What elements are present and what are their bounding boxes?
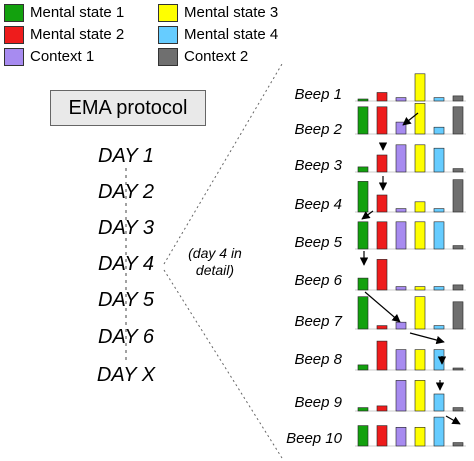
beep-bar <box>395 97 407 102</box>
causal-arrow <box>402 112 419 126</box>
ema-protocol-title: EMA protocol <box>50 90 206 126</box>
beep-bar <box>395 286 407 291</box>
beep-bar <box>433 208 445 213</box>
beep-bar <box>414 349 426 371</box>
beep-bar <box>433 221 445 250</box>
beep-bar <box>376 221 388 250</box>
beep-label-2: Beep 2 <box>294 121 342 138</box>
beep-label-9: Beep 9 <box>294 394 342 411</box>
legend-label: Mental state 4 <box>184 26 279 43</box>
beep-bar <box>452 367 464 371</box>
beep-bar <box>414 296 426 330</box>
causal-arrow <box>364 291 401 323</box>
causal-arrow <box>361 210 374 220</box>
beep-bar <box>452 95 464 102</box>
beep-bar <box>357 98 369 102</box>
beep-label-4: Beep 4 <box>294 196 342 213</box>
beep-bar <box>395 121 407 135</box>
beep-bar <box>357 221 369 250</box>
beep-bar <box>357 407 369 412</box>
legend-swatch <box>158 48 178 66</box>
beep-bar <box>414 144 426 173</box>
beep-bar <box>414 380 426 412</box>
beep-bar <box>395 349 407 371</box>
beep-bar <box>357 181 369 213</box>
beep-bar <box>395 380 407 412</box>
beep-label-7: Beep 7 <box>294 313 342 330</box>
beep-bar <box>376 340 388 371</box>
beep-bar <box>376 259 388 291</box>
day-label-x: DAY X <box>96 364 156 386</box>
zoom-line-top <box>163 63 283 265</box>
day-label-1: DAY 1 <box>98 145 154 167</box>
beep-bar <box>433 416 445 447</box>
legend-label: Context 2 <box>184 48 249 65</box>
beep-bar <box>376 405 388 412</box>
legend-swatch <box>4 48 24 66</box>
causal-arrow <box>445 415 461 425</box>
beep-bar <box>414 286 426 291</box>
beep-bar <box>376 194 388 213</box>
beep-bar <box>433 325 445 330</box>
beep-bar <box>414 201 426 213</box>
zoom-line-bottom <box>163 269 283 459</box>
legend-label: Mental state 3 <box>184 4 279 21</box>
beep-bar <box>433 147 445 173</box>
beep-bar <box>452 168 464 173</box>
beep-label-10: Beep 10 <box>286 430 342 447</box>
beep-label-6: Beep 6 <box>294 272 342 289</box>
beep-bar <box>452 106 464 135</box>
beep-bar <box>452 245 464 250</box>
beep-label-8: Beep 8 <box>294 351 342 368</box>
legend-label: Context 1 <box>30 48 95 65</box>
day-label-2: DAY 2 <box>98 181 154 203</box>
beep-bar <box>414 103 426 135</box>
causal-arrow <box>409 332 445 345</box>
beep-bar <box>357 364 369 371</box>
beep-bar <box>452 284 464 291</box>
beep-bar <box>452 179 464 213</box>
beep-bar <box>395 208 407 213</box>
beep-bar <box>376 325 388 330</box>
day-label-6: DAY 6 <box>98 326 154 348</box>
legend-label: Mental state 2 <box>30 26 125 43</box>
day-label-3: DAY 3 <box>98 217 154 239</box>
beep-bar <box>452 301 464 330</box>
beep-bar <box>376 106 388 135</box>
day-4-detail-note: (day 4 in detail) <box>188 245 242 278</box>
beep-bar <box>433 97 445 102</box>
beep-bar <box>376 92 388 102</box>
legend-swatch <box>158 26 178 44</box>
beep-label-5: Beep 5 <box>294 234 342 251</box>
beep-bar <box>357 296 369 330</box>
beep-bar <box>452 407 464 412</box>
beep-label-3: Beep 3 <box>294 157 342 174</box>
beep-bar <box>376 154 388 173</box>
beep-bar <box>357 106 369 135</box>
beep-bar <box>433 393 445 412</box>
beep-bar <box>376 425 388 447</box>
legend-swatch <box>158 4 178 22</box>
beep-bar <box>414 221 426 250</box>
beep-bar <box>433 286 445 291</box>
beep-bar <box>357 277 369 291</box>
beep-bar <box>414 73 426 102</box>
day-label-4: DAY 4 <box>98 253 154 275</box>
beep-bar <box>452 442 464 447</box>
beep-bar <box>357 425 369 447</box>
beep-bar <box>395 426 407 447</box>
beep-bar <box>395 221 407 250</box>
beep-bar <box>395 144 407 173</box>
day-label-5: DAY 5 <box>98 289 154 311</box>
beep-label-1: Beep 1 <box>294 86 342 103</box>
legend-label: Mental state 1 <box>30 4 125 21</box>
beep-bar <box>414 426 426 447</box>
beep-bar <box>357 166 369 173</box>
legend-swatch <box>4 26 24 44</box>
beep-bar <box>395 321 407 330</box>
beep-bar <box>433 126 445 135</box>
legend-swatch <box>4 4 24 22</box>
